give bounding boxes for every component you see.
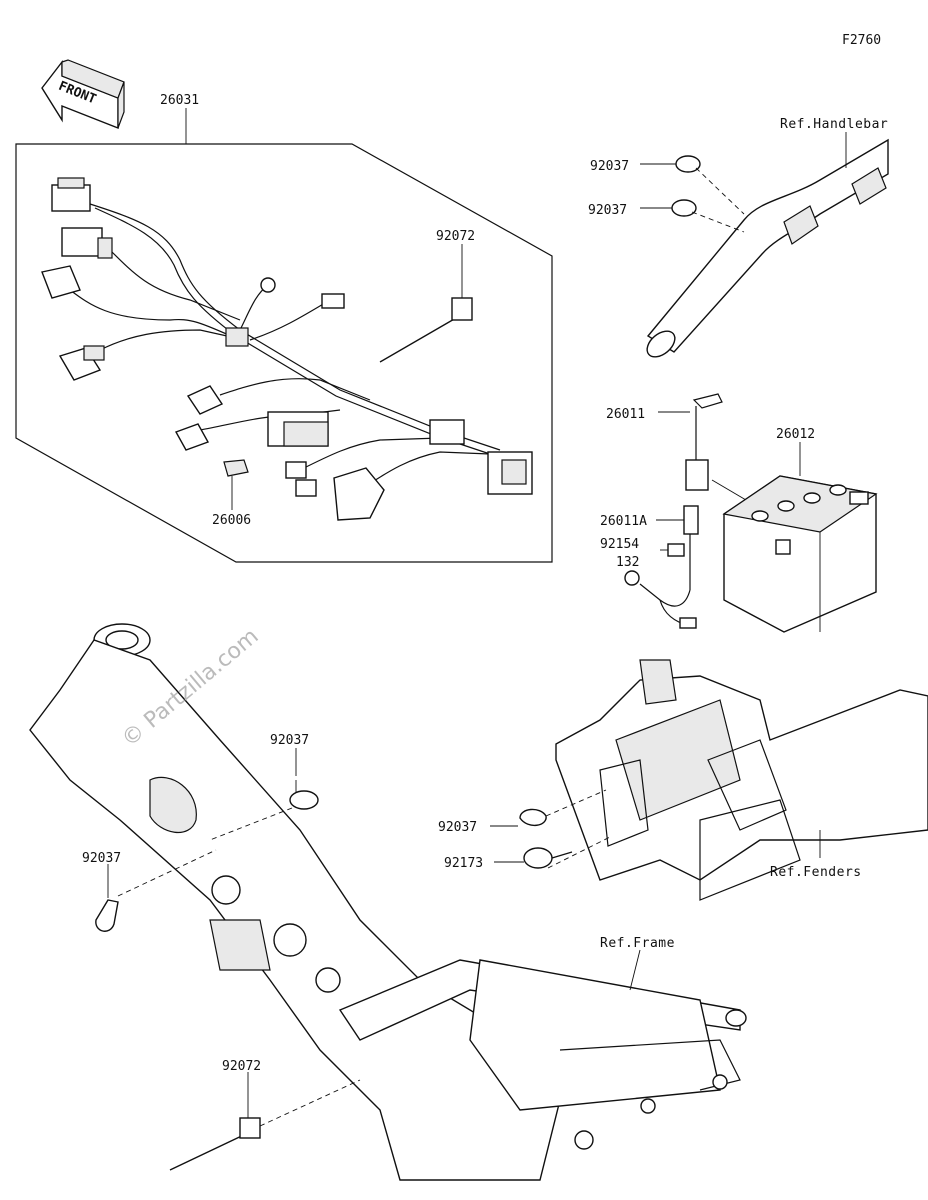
label-lead-a: 26011A [600, 514, 647, 529]
ref-frame: Ref.Frame [600, 936, 675, 951]
label-clamp-f1: 92037 [270, 733, 309, 748]
label-cap: 26006 [212, 513, 251, 528]
figure-id: F2760 [842, 33, 881, 48]
label-bolt: 92154 [600, 537, 639, 552]
lead-a-illustration [624, 505, 699, 629]
label-clamp-h1: 92037 [590, 159, 629, 174]
label-tie-top: 92072 [436, 229, 475, 244]
wiring-harness-illustration [41, 177, 533, 521]
handlebar-illustration [646, 132, 889, 358]
label-tie-bottom: 92072 [222, 1059, 261, 1074]
clamp-frame-2-icon [95, 849, 217, 932]
front-arrow-icon: FRONT [41, 59, 125, 130]
label-harness: 26031 [160, 93, 199, 108]
bolt-icon [660, 543, 685, 557]
label-clamp-h2: 92037 [588, 203, 627, 218]
label-batt-lead: 26011 [606, 407, 645, 422]
battery-case-illustration [555, 659, 928, 901]
label-bolt-code: 132 [616, 555, 639, 570]
label-clamp-b: 92037 [438, 820, 477, 835]
harness-box [15, 108, 553, 563]
battery-illustration [722, 442, 878, 633]
clamp-handlebar-2-icon [640, 199, 745, 233]
band-icon [494, 835, 613, 869]
label-band: 92173 [444, 856, 483, 871]
tie-bottom-icon [169, 1072, 361, 1171]
ref-fenders: Ref.Fenders [770, 865, 862, 880]
label-battery: 26012 [776, 427, 815, 442]
ref-handlebar: Ref.Handlebar [780, 117, 888, 132]
clamp-frame-1-icon [209, 748, 319, 841]
clamp-handlebar-1-icon [640, 155, 745, 215]
label-clamp-f2: 92037 [82, 851, 121, 866]
frame-illustration [29, 623, 747, 1181]
clamp-case-icon [490, 789, 607, 827]
